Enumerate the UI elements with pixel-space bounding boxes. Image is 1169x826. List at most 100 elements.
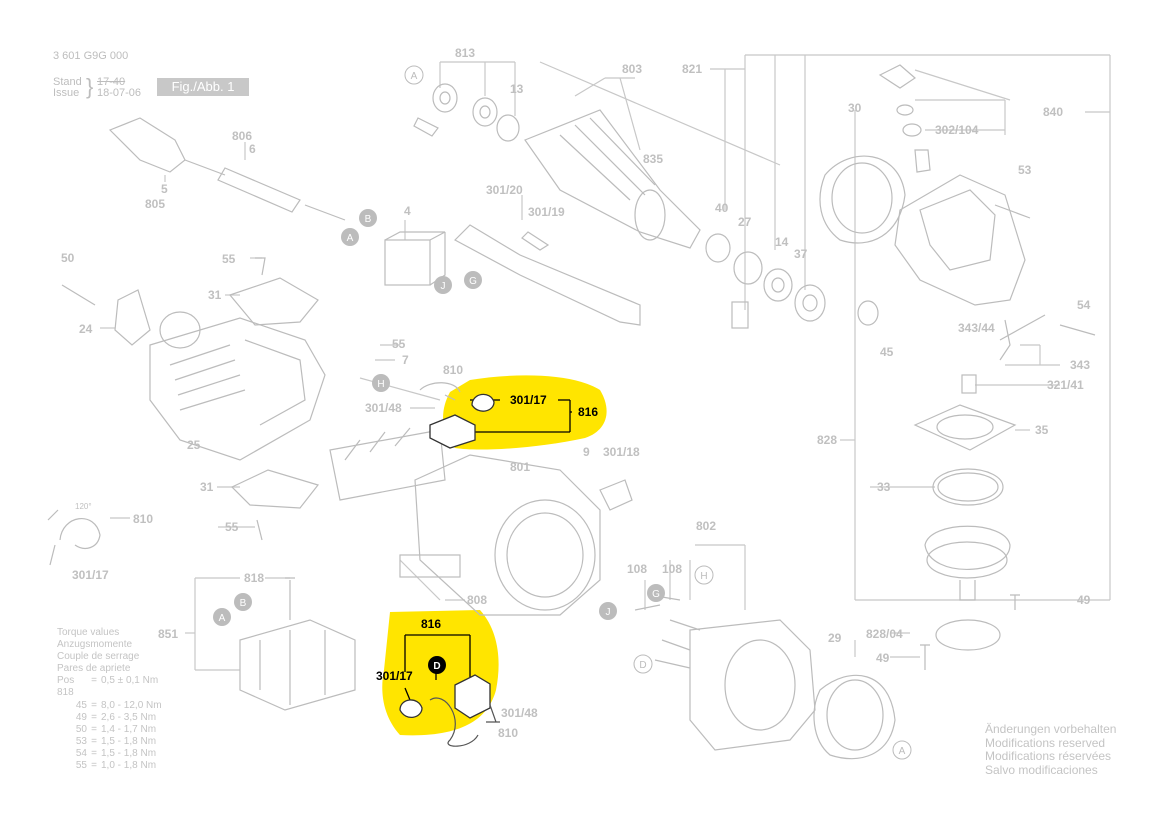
brush-spring-lower[interactable] xyxy=(399,699,423,718)
brush-spring-upper[interactable] xyxy=(471,393,495,412)
marker-j-switch: J xyxy=(434,276,452,294)
issue-value: 18-07-06 xyxy=(97,87,142,99)
torque-row: 54=1,5 - 1,8 Nm xyxy=(75,747,157,759)
modifications-de: Änderungen vorbehalten xyxy=(985,722,1117,736)
label-55-top: 55 xyxy=(222,252,236,266)
torque-title-de: Anzugsmomente xyxy=(57,639,133,651)
svg-text:J: J xyxy=(606,607,611,618)
label-49-right: 49 xyxy=(1077,593,1091,607)
label-840: 840 xyxy=(1043,105,1063,119)
label-301-48-top: 301/48 xyxy=(365,401,402,415)
bearing-14 xyxy=(763,268,793,302)
marker-a-holder: A xyxy=(213,608,231,626)
handle-housing xyxy=(149,317,326,461)
label-851: 851 xyxy=(158,627,178,641)
stand-value: 17-40 xyxy=(97,76,126,88)
label-37: 37 xyxy=(794,247,808,261)
marker-d-stator: D xyxy=(633,654,653,674)
label-30: 30 xyxy=(848,101,862,115)
armature xyxy=(524,109,701,249)
label-818: 818 xyxy=(244,571,264,585)
label-54: 54 xyxy=(1077,298,1091,312)
motor-housing xyxy=(414,454,601,616)
label-31-top: 31 xyxy=(208,288,222,302)
torque-values-table: Torque values Anzugsmomente Couple de se… xyxy=(57,627,162,772)
modifications-en: Modifications reserved xyxy=(985,735,1106,750)
label-14: 14 xyxy=(775,235,789,249)
torque-row: 50=1,4 - 1,7 Nm xyxy=(75,723,157,735)
label-55-mid: 55 xyxy=(392,337,406,351)
label-6: 6 xyxy=(249,142,256,156)
label-301-17-lower[interactable]: 301/17 xyxy=(376,669,413,683)
ring-27 xyxy=(733,251,763,285)
marker-h-left: H xyxy=(372,374,390,392)
label-5: 5 xyxy=(161,182,168,196)
bearing-37 xyxy=(794,284,826,322)
stator xyxy=(689,619,816,751)
label-343-44: 343/44 xyxy=(958,321,995,335)
label-803: 803 xyxy=(622,62,642,76)
label-808: 808 xyxy=(467,593,487,607)
torque-row: 55=1,0 - 1,8 Nm xyxy=(75,760,157,772)
brush-spring xyxy=(59,518,101,549)
label-301-17-upper[interactable]: 301/17 xyxy=(510,393,547,407)
figure-label: Fig./Abb. 1 xyxy=(157,78,249,96)
torque-row: 49=2,6 - 3,5 Nm xyxy=(75,711,157,723)
label-816-lower[interactable]: 816 xyxy=(421,617,441,631)
o-ring-33 xyxy=(932,468,1004,506)
gear-housing xyxy=(894,174,1026,306)
label-301-19: 301/19 xyxy=(528,205,565,219)
svg-text:B: B xyxy=(365,214,372,225)
label-816-upper[interactable]: 816 xyxy=(578,405,598,419)
svg-text:D: D xyxy=(433,661,440,672)
marker-h-stator: H xyxy=(694,565,714,585)
gear-45 xyxy=(857,300,879,326)
marker-set: A B A G J H B A J G H D A D xyxy=(213,65,912,760)
label-810-left: 810 xyxy=(133,512,153,526)
svg-text:H: H xyxy=(377,379,384,390)
label-27: 27 xyxy=(738,215,752,229)
label-31-bottom: 31 xyxy=(200,480,214,494)
svg-text:A: A xyxy=(347,233,354,244)
marker-a-cord: A xyxy=(341,228,359,246)
label-13: 13 xyxy=(510,82,524,96)
carbon-brush-upper[interactable] xyxy=(429,414,476,449)
label-4: 4 xyxy=(404,204,411,218)
cover-31-bottom xyxy=(230,469,320,509)
label-40: 40 xyxy=(715,201,729,215)
label-108-a: 108 xyxy=(627,562,647,576)
label-805: 805 xyxy=(145,197,165,211)
marker-b-holder: B xyxy=(234,593,252,611)
marker-d-brush: D xyxy=(428,656,446,674)
svg-text:G: G xyxy=(652,589,660,600)
label-343: 343 xyxy=(1070,358,1090,372)
svg-text:A: A xyxy=(411,71,418,82)
svg-text:A: A xyxy=(899,746,906,757)
cover-31-top xyxy=(228,277,319,326)
guard-29 xyxy=(813,674,896,760)
marker-g-switch: G xyxy=(464,271,482,289)
carbon-brush-lower[interactable] xyxy=(454,674,491,719)
marker-a-top: A xyxy=(404,65,424,85)
torque-row: 53=1,5 - 1,8 Nm xyxy=(75,735,157,747)
svg-text:G: G xyxy=(469,276,477,287)
air-guide xyxy=(454,224,641,326)
label-108-b: 108 xyxy=(662,562,682,576)
label-49-bottom: 49 xyxy=(876,651,890,665)
label-828-04: 828/04 xyxy=(866,627,903,641)
modifications-fr: Modifications réservées xyxy=(985,749,1112,763)
svg-text:J: J xyxy=(441,281,446,292)
label-828: 828 xyxy=(817,433,837,447)
brush-holder-851 xyxy=(239,619,356,711)
flange-35 xyxy=(913,404,1017,451)
label-806: 806 xyxy=(232,129,252,143)
label-29: 29 xyxy=(828,631,842,645)
label-33: 33 xyxy=(877,480,891,494)
label-25: 25 xyxy=(187,438,201,452)
torque-row: 45=8,0 - 12,0 Nm xyxy=(75,699,162,711)
label-835: 835 xyxy=(643,152,663,166)
marker-g-stator: G xyxy=(647,584,665,602)
label-301-18: 301/18 xyxy=(603,445,640,459)
marker-j-stator: J xyxy=(599,602,617,620)
